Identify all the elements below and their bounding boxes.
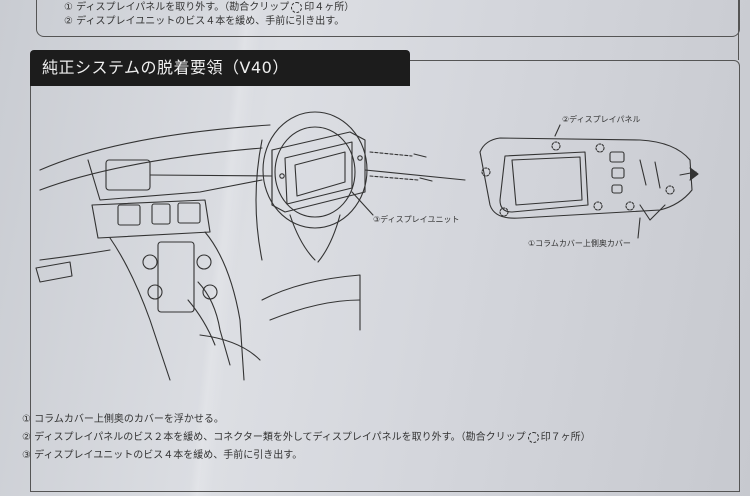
display-panel-illustration <box>479 137 699 221</box>
previous-step-2: ② ディスプレイユニットのビス４本を緩め、手前に引き出す。 <box>64 16 345 27</box>
previous-section-box-edge <box>714 0 739 60</box>
dashboard-illustration <box>35 124 361 381</box>
previous-step-1: ① ディスプレイパネルを取り外す。（勘合クリップ 印４ヶ所） <box>64 0 354 13</box>
step-2-suffix: 印７ヶ所） <box>540 432 591 443</box>
step-2-text: ② ディスプレイパネルのビス２本を緩め、コネクター類を外してディスプレイパネルを… <box>22 432 526 443</box>
step-1: ① コラムカバー上側奥のカバーを浮かせる。 <box>22 414 224 425</box>
previous-section-box <box>36 0 740 37</box>
section-title: 純正システムの脱着要領（V40） <box>30 50 410 86</box>
clip-symbol-icon <box>291 1 303 13</box>
display-unit-illustration <box>271 131 366 213</box>
previous-step-1-suffix: 印４ヶ所） <box>304 2 355 13</box>
step-3: ③ ディスプレイユニットのビス４本を緩め、手前に引き出す。 <box>22 450 303 461</box>
previous-step-1-text: ① ディスプレイパネルを取り外す。（勘合クリップ <box>64 2 290 13</box>
label-column-cover: ①コラムカバー上側奥カバー <box>528 239 631 248</box>
clip-symbol-icon <box>527 431 539 443</box>
screw-leaders <box>369 151 433 182</box>
step-2: ② ディスプレイパネルのビス２本を緩め、コネクター類を外してディスプレイパネルを… <box>22 428 591 443</box>
steering-wheel-illustration <box>262 111 368 263</box>
label-display-panel: ②ディスプレイパネル <box>562 115 641 124</box>
label-display-unit: ③ディスプレイユニット <box>373 215 460 224</box>
